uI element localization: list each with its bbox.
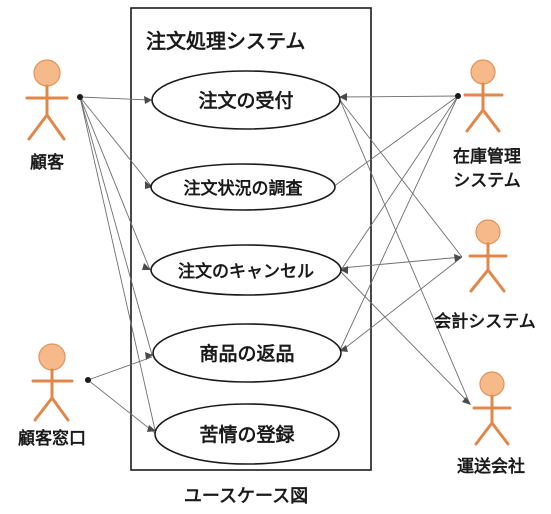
actor-customer-desk-label: 顧客窓口 (18, 428, 86, 449)
actor-accounting-label: 会計システム (434, 311, 536, 332)
assoc-inventory-accept (339, 95, 459, 98)
person-icon (25, 59, 69, 141)
assoc-customer-accept (79, 96, 151, 101)
assoc-inventory-status (332, 95, 459, 188)
assoc-accounting-cancel (340, 256, 463, 269)
assoc-inventory-cancel (340, 95, 459, 271)
actor-customer-label: 顧客 (30, 152, 65, 173)
actor-accounting: 会計システム (434, 219, 536, 332)
arrowhead-complaint-left (147, 425, 156, 432)
assoc-desk-return (87, 356, 153, 381)
assoc-accounting-accept (339, 99, 463, 258)
actor-customer: 顧客 (25, 59, 69, 173)
arrowhead-accept-left (144, 96, 152, 104)
person-icon (31, 343, 74, 422)
actor-inventory-label-line2: システム (453, 171, 521, 191)
use-case-return-label: 商品の返品 (199, 342, 294, 365)
use-case-status-label: 注文状況の調査 (184, 178, 304, 199)
actor-customer-desk: 顧客窓口 (18, 343, 86, 449)
endpoint-customer-desk (85, 377, 91, 383)
assoc-customer-complaint (79, 96, 156, 431)
system-title: 注文処理システム (146, 29, 305, 53)
actor-shipping: 運送会社 (457, 371, 525, 477)
use-case-return: 商品の返品 (152, 323, 342, 383)
use-case-cancel: 注文のキャンセル (150, 244, 342, 296)
use-case-accept: 注文の受付 (151, 70, 341, 130)
arrowhead-accept-right (339, 93, 347, 101)
assoc-inventory-return (339, 95, 459, 351)
system-boundary (130, 7, 372, 471)
person-icon (463, 59, 504, 133)
arrowhead-return-left (145, 352, 153, 360)
endpoint-inventory (455, 93, 461, 99)
use-case-complaint-label: 苦情の登録 (199, 423, 295, 446)
arrowhead-cancel-left (142, 263, 151, 270)
assoc-desk-complaint (87, 379, 156, 434)
arrowhead-accounting (454, 254, 462, 262)
arrowhead-cancel-right (340, 266, 348, 274)
actor-inventory-label-line1: 在庫管理 (453, 146, 521, 167)
assoc-customer-status (79, 96, 153, 188)
endpoint-customer (77, 94, 83, 100)
person-icon (472, 371, 512, 446)
assoc-customer-cancel (79, 96, 151, 271)
arrowhead-shipping (462, 397, 471, 405)
diagram-caption: ユースケース図 (184, 486, 308, 507)
assoc-shipping-cancel (340, 271, 471, 405)
assoc-accounting-return (339, 256, 463, 353)
associations (79, 95, 471, 434)
actor-shipping-label: 運送会社 (457, 456, 525, 477)
actor-inventory: 在庫管理 システム (453, 59, 521, 191)
person-icon (468, 219, 508, 293)
assoc-customer-return (79, 96, 153, 356)
use-case-status: 注文状況の調査 (150, 163, 336, 211)
use-case-cancel-label: 注文のキャンセル (178, 261, 314, 282)
assoc-shipping-accept (339, 99, 471, 405)
use-case-complaint: 苦情の登録 (154, 403, 340, 465)
use-case-accept-label: 注文の受付 (198, 89, 293, 112)
